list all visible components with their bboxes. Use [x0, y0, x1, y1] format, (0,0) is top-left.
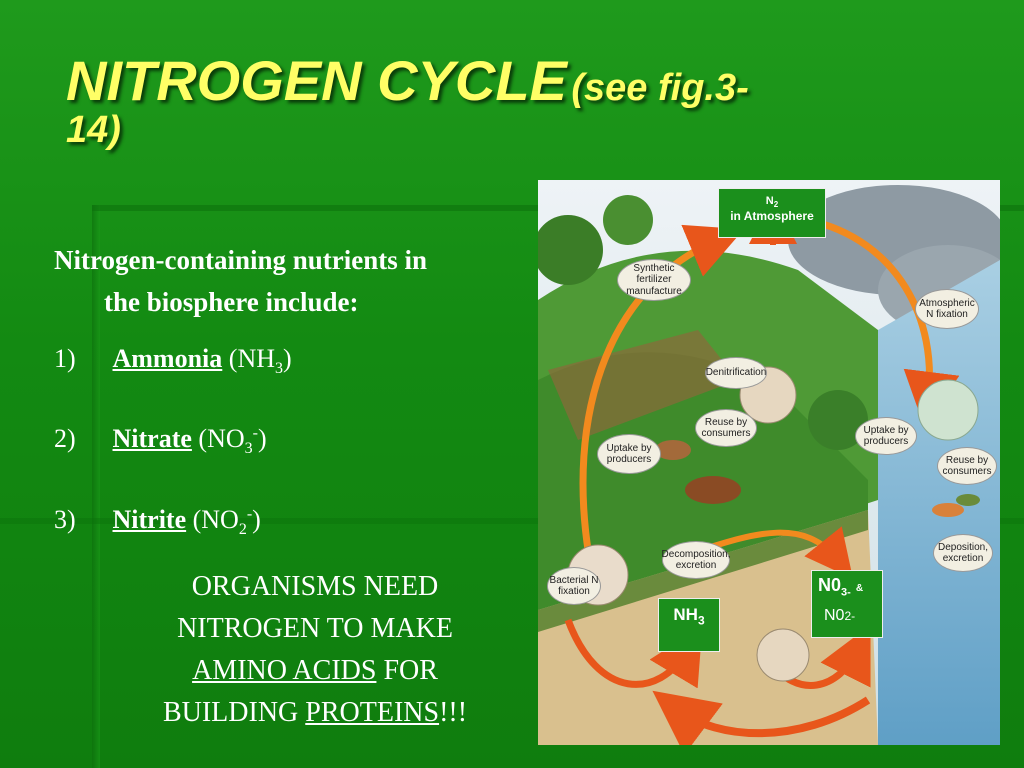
- n2-atmosphere-box: N2 in Atmosphere: [718, 188, 826, 238]
- nutrient-name: Nitrate: [112, 424, 192, 453]
- no2-label: N0: [824, 606, 845, 624]
- formula-suffix: ): [257, 424, 267, 453]
- key-message-line-1: ORGANISMS NEED: [191, 571, 439, 602]
- list-item-nitrate: 2) Nitrate (NO3-): [54, 424, 267, 458]
- key-message-line-2: NITROGEN TO MAKE: [177, 613, 453, 644]
- intro-line-1: Nitrogen-containing nutrients in: [54, 245, 428, 275]
- uptake-producers-label-right: Uptake by producers: [856, 418, 916, 454]
- formula-charge: -: [252, 424, 258, 442]
- nh3-label: NH: [673, 605, 698, 624]
- key-message-line-4: BUILDING PROTEINS!!!: [110, 692, 520, 734]
- exclaim-text: !!!: [439, 697, 468, 728]
- formula-prefix: (NO: [192, 505, 239, 534]
- amino-acids-text: AMINO ACIDS: [192, 655, 377, 686]
- uptake-producers-label-left: Uptake by producers: [598, 435, 660, 473]
- n2-subscript: 2: [773, 200, 779, 210]
- key-message: ORGANISMS NEED NITROGEN TO MAKE AMINO AC…: [110, 566, 520, 734]
- no2-subscript: 2-: [844, 608, 856, 623]
- list-item-ammonia: 1) Ammonia (NH3): [54, 344, 292, 378]
- for-text: FOR: [383, 655, 438, 686]
- proteins-text: PROTEINS: [305, 697, 440, 728]
- ampersand: &: [855, 583, 864, 594]
- reuse-consumers-label-right: Reuse by consumers: [938, 448, 996, 484]
- formula-subscript: 3: [275, 360, 283, 378]
- nh3-box: NH3: [658, 598, 720, 652]
- atmosphere-label: in Atmosphere: [730, 209, 814, 224]
- nh3-subscript: 3: [697, 613, 705, 628]
- reuse-consumers-label-left: Reuse by consumers: [696, 410, 756, 446]
- formula-suffix: ): [283, 344, 292, 373]
- list-number: 1): [54, 344, 76, 373]
- formula-prefix: (NH: [228, 344, 275, 373]
- decorative-horizontal-stripe-lower: [0, 518, 1024, 524]
- building-text: BUILDING: [162, 697, 299, 728]
- atmospheric-fixation-label: Atmospheric N fixation: [916, 290, 978, 328]
- nutrient-name: Nitrite: [112, 505, 187, 534]
- formula-subscript: 3: [244, 440, 253, 458]
- intro-text: Nitrogen-containing nutrients in the bio…: [54, 240, 534, 324]
- list-number: 2): [54, 424, 76, 453]
- synthetic-fertilizer-label: Synthetic fertilizer manufacture: [618, 260, 690, 300]
- bacterial-fixation-label: Bacterial N fixation: [548, 568, 600, 604]
- deposition-excretion-label: Deposition, excretion: [934, 535, 992, 571]
- decomposition-excretion-label: Decomposition, excretion: [662, 542, 730, 578]
- list-item-nitrite: 3) Nitrite (NO2-): [54, 505, 261, 539]
- title-reference-cont: 14): [66, 108, 121, 151]
- formula-charge: -: [246, 505, 253, 523]
- decorative-vertical-stripe: [92, 205, 100, 768]
- key-message-line-3: AMINO ACIDS FOR: [110, 650, 520, 692]
- denitrification-label: Denitrification: [706, 358, 766, 388]
- intro-line-2: the biosphere include:: [104, 286, 359, 317]
- title-reference: (see fig.3-: [571, 67, 749, 109]
- nutrient-name: Ammonia: [112, 344, 223, 373]
- formula-subscript: 2: [238, 521, 247, 539]
- slide-title: NITROGEN CYCLE (see fig.3- 14): [66, 49, 966, 151]
- list-number: 3): [54, 505, 76, 534]
- nitrogen-cycle-diagram: N2 in Atmosphere Synthetic fertilizer ma…: [538, 180, 1000, 745]
- no3-subscript: 3-: [841, 586, 851, 599]
- no3-no2-box: N03- & N02-: [811, 570, 883, 638]
- n2-label: N: [765, 195, 774, 207]
- formula-prefix: (NO: [198, 424, 245, 453]
- formula-suffix: ): [252, 505, 261, 534]
- title-main: NITROGEN CYCLE: [66, 49, 567, 112]
- no3-label: N0: [818, 575, 842, 595]
